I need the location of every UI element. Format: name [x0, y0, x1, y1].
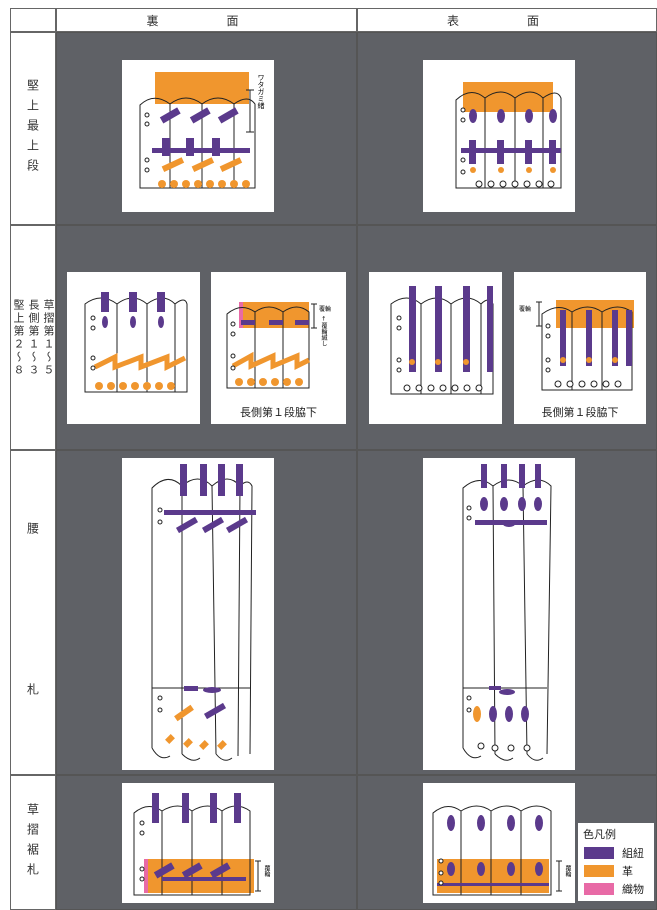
plates-back-middle-left-diagram	[67, 272, 200, 424]
panel-front-middle-right: 覆輪 長側第１段脇下	[514, 272, 646, 424]
row-label-kusazuri: 草摺第１〜５	[41, 299, 55, 377]
legend-title: 色凡例	[578, 823, 654, 844]
header-front: 表 面	[357, 8, 657, 32]
annotation-fukurin-front-bottom: 覆輪	[563, 865, 572, 877]
color-legend: 色凡例 組紐 革 織物	[578, 823, 654, 901]
annotation-fukurin-back-bottom: 覆輪	[262, 865, 271, 877]
panel-front-bottom: 覆輪	[423, 783, 575, 903]
row-label-koshi-2: 札	[25, 683, 42, 703]
plates-back-top-diagram	[122, 60, 274, 212]
legend-item-fabric: 織物	[578, 880, 654, 898]
annotation-watagami: ワタガミ緒	[256, 74, 266, 109]
caption-front-middle: 長側第１段脇下	[514, 404, 646, 420]
row-label-koshi-1: 腰	[25, 522, 42, 542]
legend-swatch-fabric	[584, 883, 614, 895]
legend-item-cord: 組紐	[578, 844, 654, 862]
plates-back-koshi-diagram	[122, 458, 274, 770]
annotation-fukurin-back: 覆輪	[319, 304, 331, 313]
caption-back-middle: 長側第１段脇下	[211, 404, 346, 420]
row-label-tateage: 堅上第２〜８	[11, 299, 25, 377]
panel-back-middle-right: 覆輪 ← 覆輪縅し 長側第１段脇下	[211, 272, 346, 424]
plates-front-koshi-diagram	[423, 458, 575, 770]
legend-label-cord: 組紐	[622, 845, 644, 861]
annotation-fukurin-kake: ← 覆輪縅し	[319, 316, 328, 347]
plates-front-top-diagram	[423, 60, 575, 212]
row-label-koshi: 腰 札	[10, 450, 56, 775]
panel-front-koshi	[423, 458, 575, 770]
header-back: 裏 面	[56, 8, 357, 32]
panel-back-middle-left	[67, 272, 200, 424]
panel-back-top: ワタガミ緒	[122, 60, 274, 212]
legend-item-leather: 革	[578, 862, 654, 880]
row-label-bottom-text: 草摺裾札	[25, 803, 42, 883]
corner-cell	[10, 8, 56, 32]
annotation-fukurin-front: 覆輪	[519, 304, 531, 313]
plates-back-bottom-diagram	[122, 783, 274, 903]
panel-front-top	[423, 60, 575, 212]
row-label-bottom: 草摺裾札	[10, 775, 56, 910]
panel-back-koshi	[122, 458, 274, 770]
plates-front-bottom-diagram	[423, 783, 575, 903]
panel-front-middle-left	[369, 272, 502, 424]
row-label-top-text: 堅上最上段	[25, 79, 42, 179]
row-label-nagagawa: 長側第１〜３	[26, 299, 40, 377]
plates-front-middle-right-diagram	[514, 272, 646, 424]
plates-back-middle-right-diagram	[211, 272, 346, 424]
row-label-middle: 草摺第１〜５ 長側第１〜３ 堅上第２〜８	[10, 225, 56, 450]
panel-back-bottom: 覆輪	[122, 783, 274, 903]
legend-label-fabric: 織物	[622, 881, 644, 897]
legend-label-leather: 革	[622, 863, 633, 879]
legend-swatch-leather	[584, 865, 614, 877]
legend-swatch-cord	[584, 847, 614, 859]
plates-front-middle-left-diagram	[369, 272, 502, 424]
row-label-top: 堅上最上段	[10, 32, 56, 225]
